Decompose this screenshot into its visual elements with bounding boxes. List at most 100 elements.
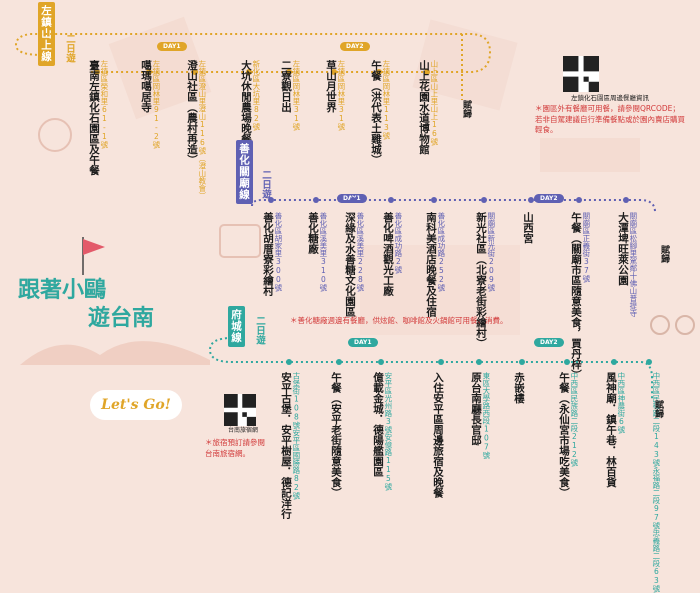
stop-dot bbox=[94, 69, 100, 75]
stop-address: 左鎮區岡林里91-2號 bbox=[151, 60, 161, 149]
stop-dot bbox=[611, 359, 617, 365]
stop-address: 中西區民權路二段143號永福路二段97號忠義路二段63號 bbox=[651, 372, 661, 593]
route2-duration: 二日遊 bbox=[260, 170, 271, 199]
stop-address: 東區大學路西段107號 bbox=[481, 372, 491, 459]
lets-go-badge: Let's Go! bbox=[90, 390, 182, 420]
flag-icon bbox=[82, 237, 105, 275]
stop-name: 赤嵌樓 bbox=[513, 372, 526, 404]
stop-dot bbox=[378, 359, 384, 365]
stop-address: 山上區山上里山上16號 bbox=[429, 60, 439, 146]
stop-name: 億載金城．德陽艦園區 bbox=[372, 372, 385, 477]
stop-name: 善化胡厝寮彩繪村 bbox=[262, 212, 275, 296]
stop-address: 關廟區新光街209號 bbox=[486, 212, 496, 292]
stop-name: 臺南左鎮化石園區及午餐 bbox=[88, 60, 101, 176]
stop-address: 古堡街108號安平區國勝路82號 bbox=[291, 372, 301, 500]
stop-dot bbox=[424, 69, 430, 75]
stop-dot bbox=[336, 359, 342, 365]
route1-path bbox=[14, 33, 492, 100]
stop-name: 草山月世界 bbox=[325, 60, 338, 113]
stop-address: 左鎮區岡林里31號 bbox=[291, 60, 301, 131]
route2-tag: 善化關廟線 bbox=[236, 140, 253, 204]
stop-name: 善化糖廠 bbox=[307, 212, 320, 254]
stop-dot bbox=[331, 69, 337, 75]
stop-dot bbox=[576, 197, 582, 203]
stop-address: 左鎮區岡林里31號 bbox=[336, 60, 346, 131]
route1-end: 賦歸 bbox=[461, 100, 471, 118]
stop-name: 噶瑪噶居寺 bbox=[140, 60, 153, 113]
stop-address: 新化區大坑里82號 bbox=[251, 60, 261, 131]
background-decoration bbox=[38, 118, 695, 335]
stop-dot bbox=[286, 69, 292, 75]
stop-dot bbox=[146, 69, 152, 75]
route3-day2: DAY2 bbox=[534, 338, 564, 347]
stop-name: 午餐（安平老街隨意美食） bbox=[330, 372, 343, 498]
stop-name: 善化啤酒觀光工廠 bbox=[382, 212, 395, 296]
stop-address: 善化區成功路2號 bbox=[393, 212, 403, 274]
title-line2: 遊台南 bbox=[88, 306, 155, 331]
stop-name: 大潭埤旺萊公園 bbox=[617, 212, 630, 286]
stop-name: 午餐（永仙宮市場吃美食） bbox=[558, 372, 571, 498]
stop-name: 午餐（洪代表土雞城） bbox=[370, 60, 383, 165]
stop-dot bbox=[476, 359, 482, 365]
stop-dot bbox=[388, 197, 394, 203]
stop-address: 安平區光州路3號安億路115號 bbox=[383, 372, 393, 491]
route2-day2: DAY2 bbox=[534, 194, 564, 203]
stop-dot bbox=[376, 69, 382, 75]
stop-name: 原台南廳長官邸 bbox=[470, 372, 483, 446]
stop-dot bbox=[564, 359, 570, 365]
stop-dot bbox=[481, 197, 487, 203]
stop-dot bbox=[623, 197, 629, 203]
stop-address: 中西區民族路二段212號 bbox=[569, 372, 579, 467]
stop-address: 善化區溪美里228號 bbox=[355, 212, 365, 292]
stop-dot bbox=[350, 197, 356, 203]
route1-duration: 二日遊 bbox=[64, 34, 75, 63]
stop-dot bbox=[268, 197, 274, 203]
stop-dot bbox=[438, 359, 444, 365]
route2-note: ＊善化糖廠週邊有餐廳，供炫館、咖啡館及火鍋館可用餐、消費。 bbox=[290, 316, 508, 325]
stop-address: 關廟區松腳里駕鄰十佛山普提寺 bbox=[628, 212, 638, 317]
stop-name: 山西宮 bbox=[522, 212, 535, 244]
hills-illustration bbox=[20, 341, 210, 365]
route3-duration: 二日遊 bbox=[254, 316, 265, 345]
stop-dot bbox=[286, 359, 292, 365]
route3-end: 賦歸 bbox=[653, 400, 663, 418]
stop-name: 二寮觀日出 bbox=[280, 60, 293, 113]
stop-name: 午餐（關廟市區隨意美食，買丹梓） bbox=[570, 212, 583, 380]
stop-dot bbox=[431, 197, 437, 203]
route1-day1: DAY1 bbox=[157, 42, 187, 51]
route3-qrcode[interactable] bbox=[224, 394, 256, 426]
stop-address: 善化區胡家里300號 bbox=[273, 212, 283, 292]
route3-tag: 府城線 bbox=[228, 306, 245, 347]
stop-dot bbox=[528, 197, 534, 203]
stop-address: 中西區神農街6號 bbox=[616, 372, 626, 434]
route3-qr-caption: 台南旅宿網 bbox=[227, 427, 258, 434]
stop-name: 澄山社區（農村再造） bbox=[186, 60, 199, 165]
stop-dot bbox=[192, 69, 198, 75]
stop-address: 左鎮區榮和里61-1號 bbox=[99, 60, 109, 149]
stop-dot bbox=[519, 359, 525, 365]
stop-dot bbox=[246, 69, 252, 75]
route2-path bbox=[251, 199, 656, 213]
stop-name: 深緣及水善糖文化園區 bbox=[344, 212, 357, 317]
stop-address: 善化區溪美里310號 bbox=[318, 212, 328, 292]
route3-day1: DAY1 bbox=[348, 338, 378, 347]
title-line1: 跟著小鷗 bbox=[18, 278, 107, 303]
stop-dot bbox=[646, 359, 652, 365]
stop-name: 安平古堡．安平樹屋．德記洋行 bbox=[280, 372, 293, 519]
stop-address: 左鎮區岡林里113號 bbox=[381, 60, 391, 140]
stop-name: 南科美酒店晚餐及住宿 bbox=[425, 212, 438, 317]
stop-name: 風神廟．鎮午巷．林百貨 bbox=[605, 372, 618, 488]
route1-note: ＊園區外有餐廳可用餐，請參閱QRCODE；若非自駕建議自行準備餐點或於園內賣店購… bbox=[535, 104, 685, 134]
route1-qr-caption: 左鎮化石園區周邊餐廳資訊 bbox=[571, 94, 649, 102]
route2-end: 賦歸 bbox=[659, 245, 669, 263]
stop-dot bbox=[313, 197, 319, 203]
stop-address: 善化區成功路252號 bbox=[436, 212, 446, 292]
stop-name: 入住安平區周邊旅宿及晚餐 bbox=[432, 372, 445, 498]
route1-day2: DAY2 bbox=[340, 42, 370, 51]
stop-address: 左鎮區澄山里澄山116號（澄山教會） bbox=[197, 60, 207, 200]
stop-name: 山上花園水道博物館 bbox=[418, 60, 431, 155]
route3-note: ＊旅宿預訂請參閱台南旅宿網。 bbox=[205, 438, 265, 458]
stop-address: 關廟區正義街37號 bbox=[581, 212, 591, 283]
route3-path bbox=[208, 337, 653, 400]
route1-qrcode[interactable] bbox=[563, 56, 599, 92]
